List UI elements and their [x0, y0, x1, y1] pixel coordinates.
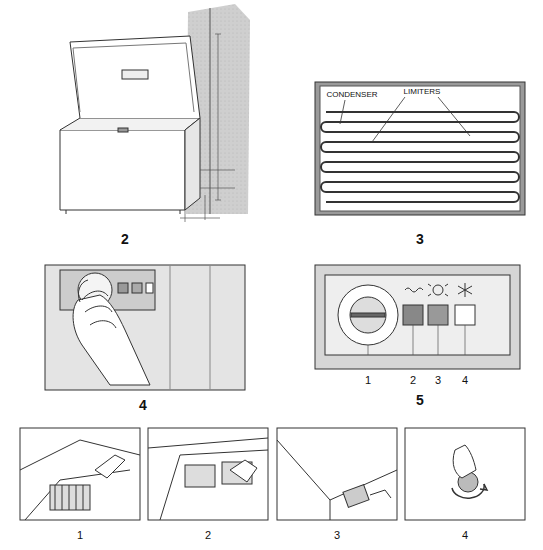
part-name: LIMITERS [403, 88, 442, 96]
figure-number: 3 [416, 232, 424, 246]
part-name: CONDENSER [325, 91, 378, 99]
control-panel-figure [315, 265, 520, 369]
hand-dial-figure [45, 265, 245, 390]
step-number: 2 [205, 530, 211, 541]
figure-number: 2 [121, 232, 129, 246]
step-number: 3 [334, 530, 340, 541]
step-number: 4 [462, 530, 468, 541]
callout-number: 2 [410, 375, 416, 386]
freezer-figure [60, 4, 250, 222]
steps-figures [20, 428, 525, 520]
condenser-figure [315, 82, 525, 215]
callout-number: 4 [462, 375, 468, 386]
callout-number: 3 [435, 375, 441, 386]
figure-number: 4 [139, 398, 147, 412]
step-number: 1 [77, 530, 83, 541]
figure-number: 5 [416, 393, 424, 407]
callout-number: 1 [365, 375, 371, 386]
